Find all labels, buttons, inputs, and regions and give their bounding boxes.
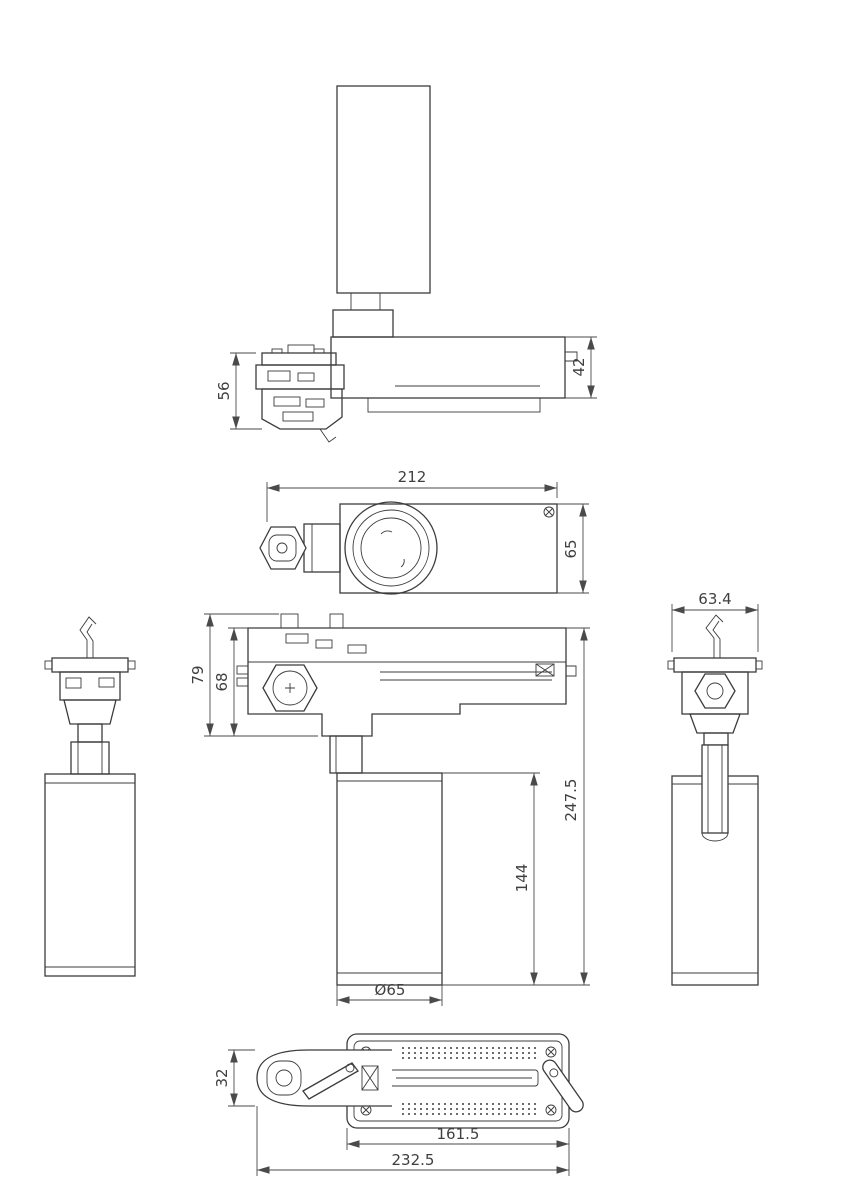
- lamp-cylinder-inverted: [332, 85, 431, 338]
- front-yoke: [70, 741, 110, 775]
- side-adapter-housing: [236, 613, 577, 737]
- view-bottom: 32 161.5 232.5: [213, 1033, 584, 1176]
- dim-housing-width-65: 65: [557, 503, 589, 594]
- dim-label-68: 68: [213, 672, 231, 691]
- dim-housing-height-42: 42: [565, 336, 597, 399]
- plan-housing: [339, 503, 558, 594]
- adapter-housing-inverted: [330, 336, 578, 413]
- dim-label-42: 42: [570, 357, 588, 376]
- dim-label-232-5: 232.5: [392, 1151, 435, 1169]
- view-front: [44, 616, 136, 977]
- dim-lamp-height-144: 144: [442, 772, 540, 985]
- dim-label-144: 144: [513, 864, 531, 893]
- dim-lamp-diameter-65: Ø65: [336, 981, 443, 1006]
- view-inverted-side: 56 42: [215, 85, 597, 443]
- end-cable: [705, 614, 724, 658]
- track-adapter-inverted: [255, 344, 345, 443]
- dim-overall-length-232-5: 232.5: [256, 1106, 570, 1176]
- dim-label-diameter-65: Ø65: [375, 981, 406, 999]
- view-end: 63.4: [667, 590, 763, 986]
- dim-baseplate-length-161-5: 161.5: [346, 1125, 570, 1150]
- end-arm: [701, 744, 729, 842]
- dim-label-212: 212: [398, 468, 427, 486]
- end-track-adapter: [667, 657, 763, 746]
- dim-adapter-height-56: 56: [215, 352, 262, 430]
- dim-label-63-4: 63.4: [698, 590, 731, 608]
- plan-lamp-circles: [344, 501, 438, 595]
- bottom-lock-lever: [542, 1059, 584, 1113]
- dim-adapter-body-height-68: 68: [213, 627, 248, 736]
- front-track-adapter: [44, 657, 136, 743]
- side-arm-neck: [329, 735, 363, 774]
- dim-overall-length-212: 212: [266, 468, 558, 522]
- view-side: 79 68 247.5 144 Ø65: [189, 613, 590, 1006]
- dim-label-247-5: 247.5: [562, 779, 580, 822]
- front-cable: [79, 616, 97, 658]
- dim-adapter-width-63-4: 63.4: [671, 590, 759, 652]
- front-lamp-cylinder: [44, 773, 136, 977]
- dim-label-161-5: 161.5: [437, 1125, 480, 1143]
- bottom-track-adapter: [256, 1049, 392, 1107]
- view-plan: 212 65: [259, 468, 589, 595]
- side-lamp-cylinder: [336, 772, 443, 986]
- dim-adapter-total-height-79: 79: [189, 613, 318, 737]
- dim-label-65: 65: [562, 539, 580, 558]
- dim-label-79: 79: [189, 665, 207, 684]
- dim-label-56: 56: [215, 381, 233, 400]
- plan-track-adapter: [259, 523, 341, 573]
- bottom-vent-holes: [402, 1047, 540, 1115]
- dim-label-32: 32: [213, 1068, 231, 1087]
- dim-overall-height-247-5: 247.5: [442, 627, 590, 986]
- dim-adapter-width-32: 32: [213, 1049, 255, 1107]
